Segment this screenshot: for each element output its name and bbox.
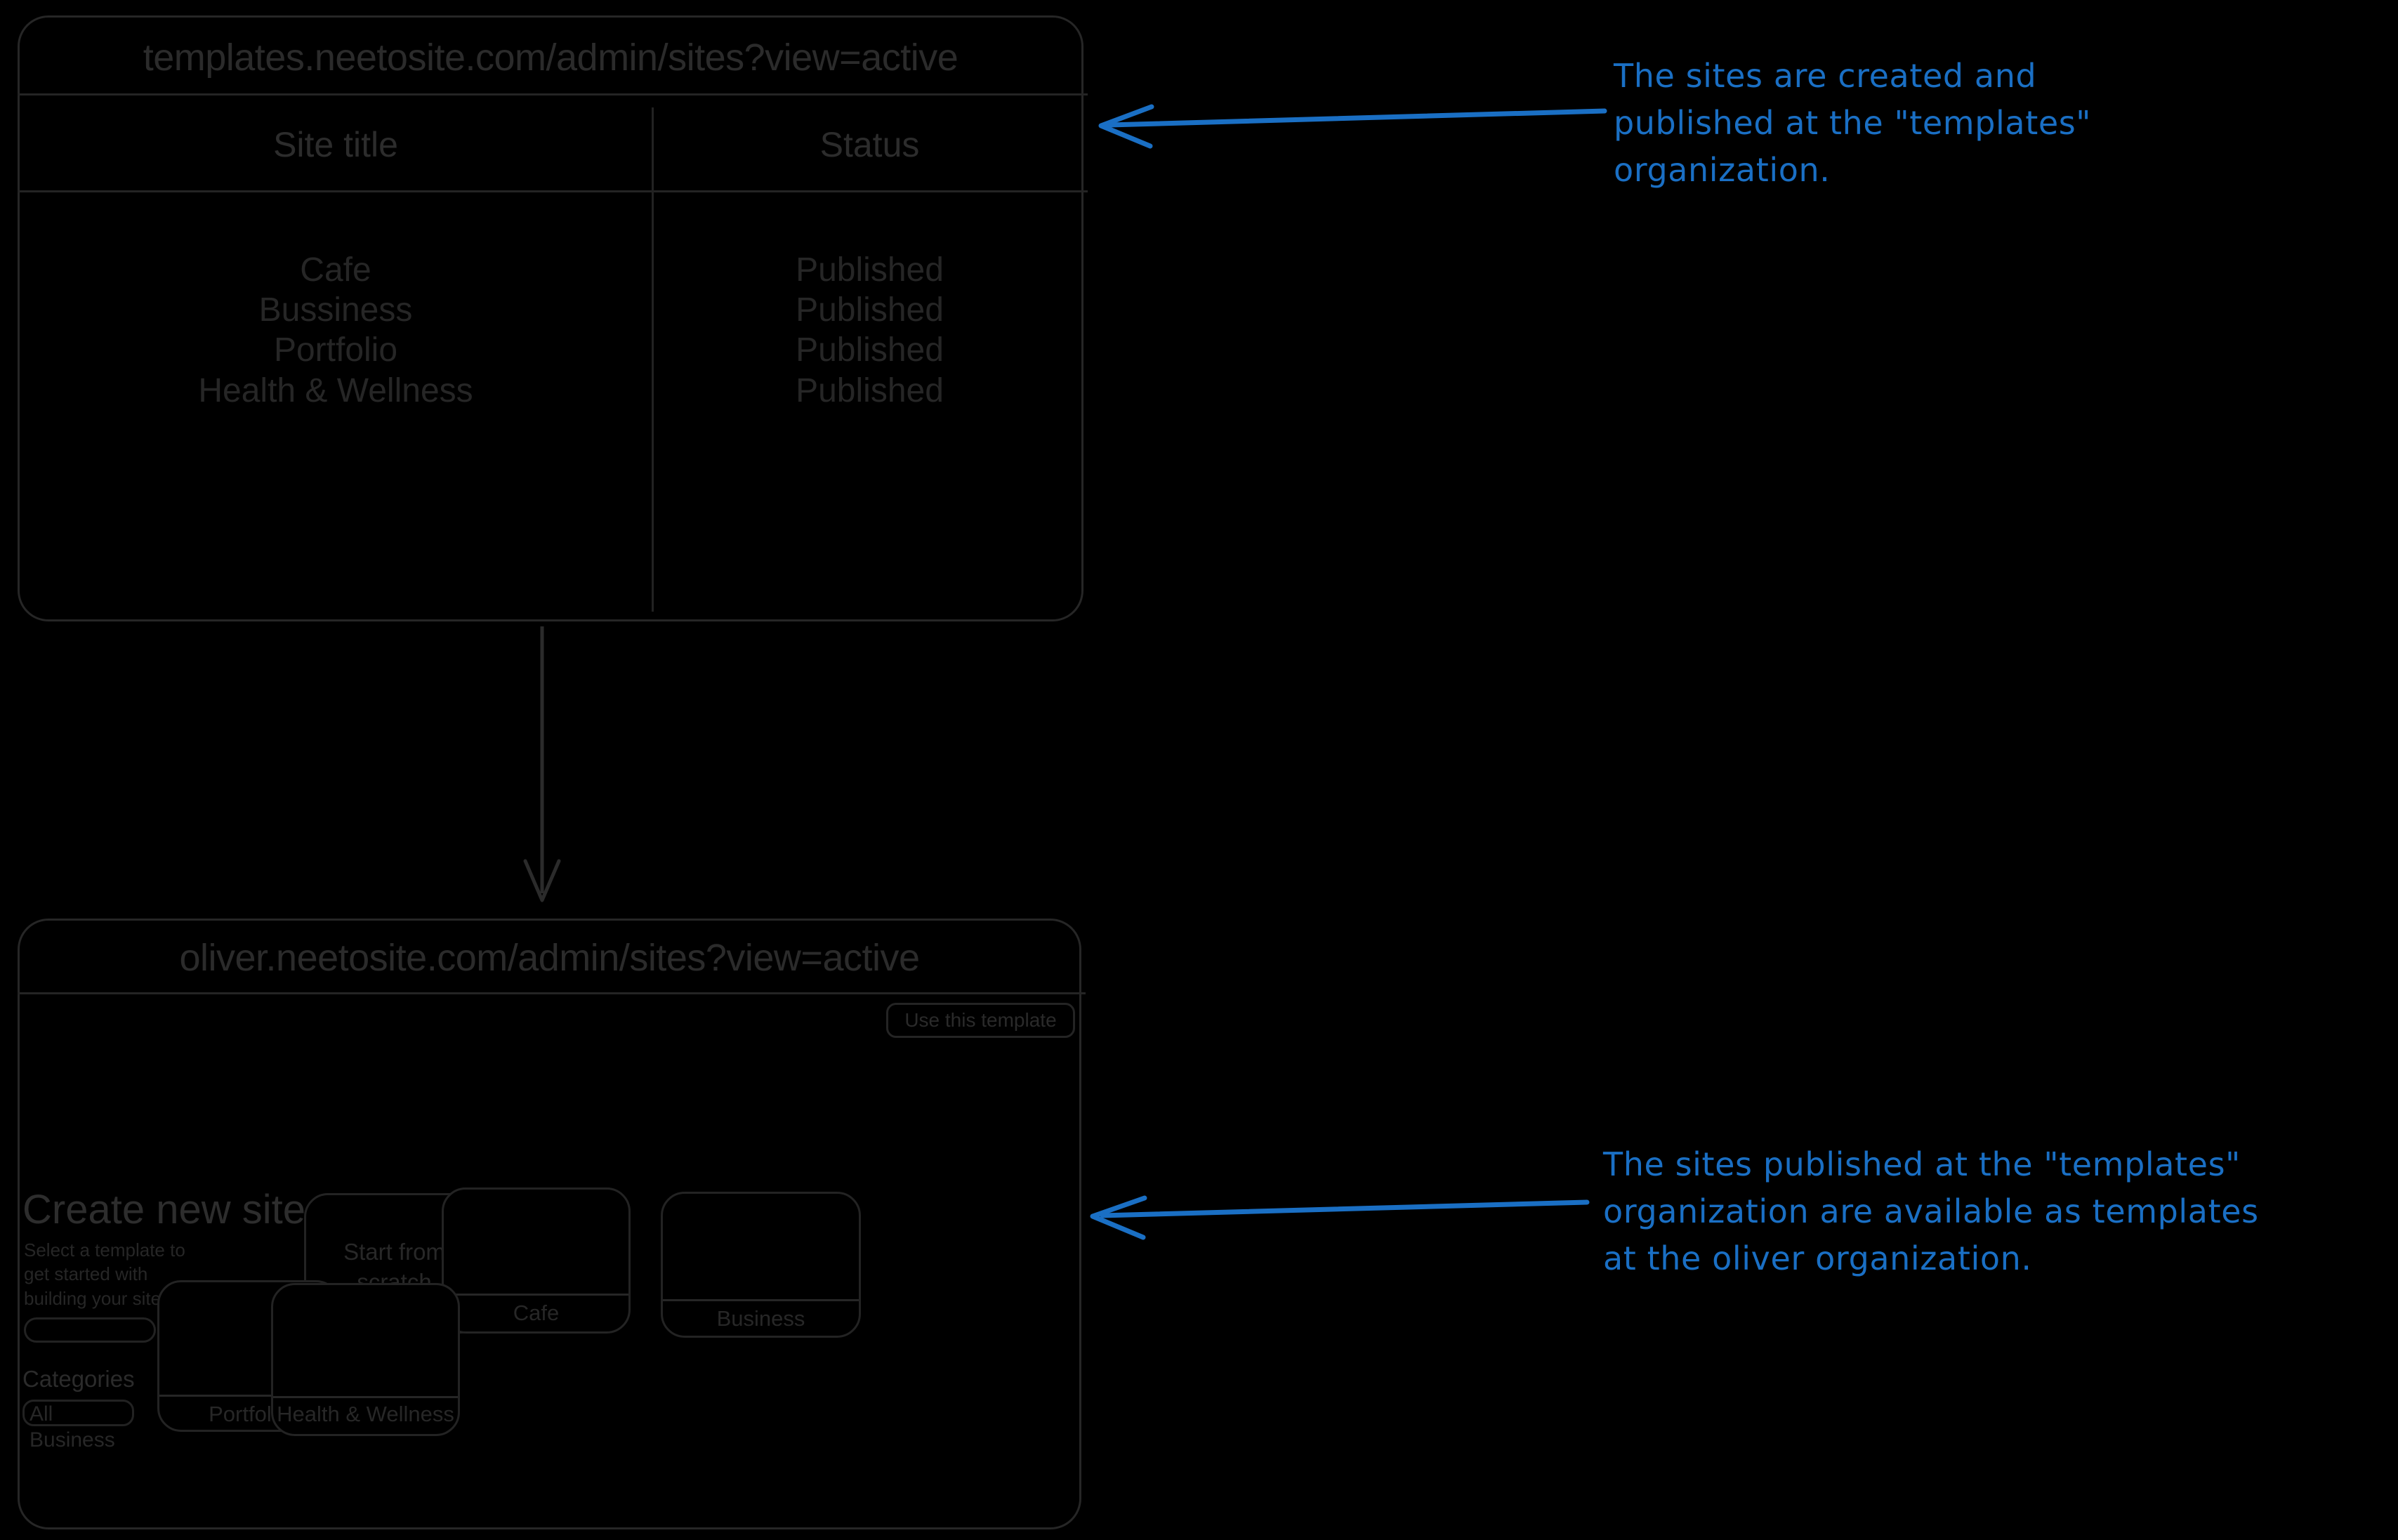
- table-row[interactable]: Bussiness: [258, 291, 413, 329]
- create-new-site-subtitle: Select a template to get started with bu…: [24, 1239, 185, 1309]
- table-row-status: Published: [796, 372, 944, 409]
- table-row[interactable]: Cafe: [300, 251, 371, 289]
- template-card-cafe[interactable]: Cafe: [442, 1187, 631, 1334]
- table-row-status: Published: [796, 291, 944, 329]
- template-card-label: Health & Wellness: [277, 1402, 454, 1426]
- flow-arrow-down: [523, 626, 561, 902]
- template-search-input[interactable]: [24, 1317, 156, 1343]
- category-item-all-label[interactable]: All: [29, 1402, 53, 1426]
- annotation-arrow-top: [1098, 104, 1607, 149]
- templates-org-browser-panel: templates.neetosite.com/admin/sites?view…: [18, 15, 1088, 621]
- create-new-site-heading: Create new site: [22, 1187, 305, 1232]
- table-row[interactable]: Portfolio: [273, 331, 398, 369]
- annotation-bottom-text: The sites published at the "templates" o…: [1603, 1145, 2259, 1278]
- templates-url-text[interactable]: templates.neetosite.com/admin/sites?view…: [143, 37, 958, 79]
- oliver-url-text[interactable]: oliver.neetosite.com/admin/sites?view=ac…: [179, 937, 920, 979]
- column-header-site-title[interactable]: Site title: [273, 125, 398, 164]
- table-row-status: Published: [796, 331, 944, 369]
- template-card-divider: [444, 1294, 628, 1296]
- template-card-divider: [159, 1395, 338, 1397]
- column-header-status[interactable]: Status: [819, 125, 920, 164]
- url-bar-divider: [18, 93, 1088, 96]
- template-card-divider: [663, 1299, 859, 1301]
- template-card-health-and-wellness[interactable]: Health & Wellness: [271, 1283, 460, 1436]
- category-item-business-label[interactable]: Business: [29, 1428, 115, 1452]
- annotation-arrow-bottom: [1090, 1195, 1590, 1240]
- template-card-divider: [273, 1396, 458, 1398]
- table-header-divider: [18, 190, 1088, 192]
- use-this-template-button-overlay[interactable]: Use this template: [886, 1003, 1075, 1038]
- template-card-label: Business: [716, 1306, 805, 1331]
- table-row-status: Published: [796, 251, 944, 289]
- category-item-all-pill[interactable]: [22, 1400, 134, 1426]
- table-column-divider: [652, 107, 654, 612]
- categories-heading: Categories: [22, 1366, 135, 1392]
- template-card-business[interactable]: Business: [661, 1192, 861, 1338]
- annotation-top-text: The sites are created and published at t…: [1614, 57, 2092, 190]
- table-row[interactable]: Health & Wellness: [198, 372, 473, 409]
- oliver-url-bar-divider: [18, 992, 1086, 994]
- template-card-label: Cafe: [513, 1301, 560, 1325]
